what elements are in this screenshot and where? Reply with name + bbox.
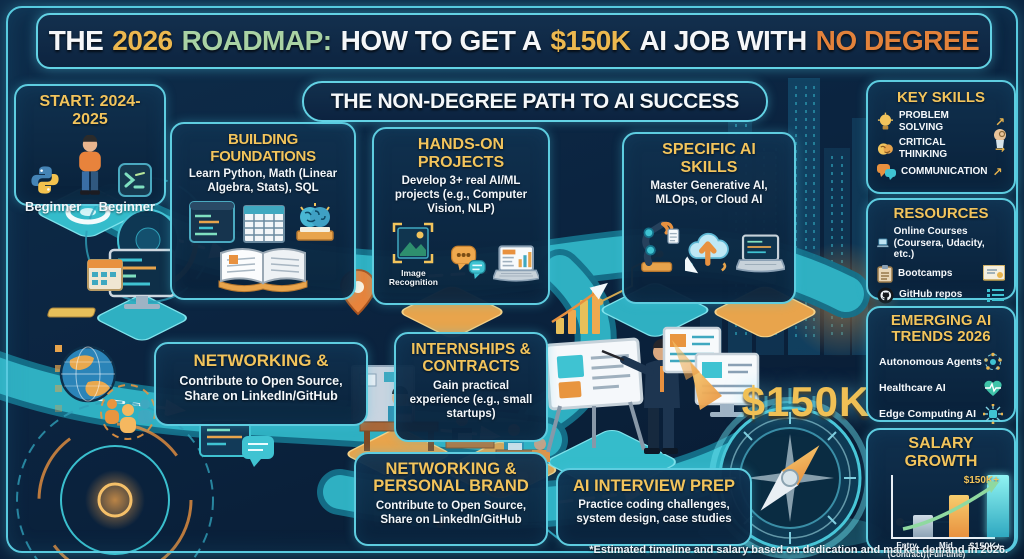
footnote: *Estimated timeline and salary based on … — [589, 544, 1008, 556]
key-skills-box: KEY SKILLS PROBLEM SOLVING ↗ CRITICAL TH… — [866, 80, 1016, 194]
step-personal-brand: NETWORKING & PERSONAL BRAND Contribute t… — [354, 452, 548, 546]
trends-box: EMERGING AI TRENDS 2026 Autonomous Agent… — [866, 306, 1016, 424]
resources-title: RESOURCES — [893, 205, 989, 222]
beginner-label-right: Beginner — [98, 199, 155, 214]
salary-growth-box: SALARY GROWTH $150K+ Entry(Contract) Mid… — [866, 428, 1016, 559]
orange-arrow-down — [672, 340, 722, 410]
key-skills-title: KEY SKILLS — [896, 89, 986, 106]
list-icon — [987, 288, 1004, 302]
image-recognition-icon — [393, 222, 434, 264]
step-title: BUILDING FOUNDATIONS — [210, 131, 316, 165]
resource-row: Bootcamps — [877, 264, 1005, 283]
agents-network-icon — [984, 352, 1002, 370]
right-arrow-icon: → — [994, 141, 1005, 156]
step-networking: NETWORKING & Contribute to Open Source, … — [154, 342, 368, 426]
resource-row: GitHub repos — [877, 287, 1005, 304]
step-desc: Contribute to Open Source, Share on Link… — [375, 499, 527, 526]
up-right-arrow-icon: ↗ — [994, 114, 1005, 129]
chatbot-bubbles-icon — [450, 245, 486, 279]
key-skill-row: COMMUNICATION ↗ — [877, 164, 1005, 180]
title-part: HOW TO GET A — [340, 25, 542, 56]
step-specific-ai-skills: SPECIFIC AI SKILLS Master Generative AI,… — [622, 132, 796, 304]
spreadsheet-icon — [243, 205, 285, 244]
speech-bubble-icon — [877, 164, 896, 180]
growth-arrow-icon — [902, 481, 999, 531]
image-recognition-label: Image Recognition — [388, 268, 438, 288]
step-title: HANDS-ON PROJECTS — [417, 136, 505, 171]
image-recognition-block: Image Recognition — [383, 222, 444, 288]
step-title: NETWORKING & PERSONAL BRAND — [373, 460, 529, 496]
cloud-upload-icon — [685, 232, 730, 274]
presenter-whiteboard — [544, 337, 680, 454]
brain-icon — [877, 142, 893, 155]
mini-growth-chart — [551, 282, 608, 334]
step-desc: Master Generative AI, MLOps, or Cloud AI — [650, 180, 768, 207]
title-part-salary: $150K — [550, 25, 631, 56]
key-skill-row: CRITICAL THINKING → — [877, 137, 1005, 160]
main-title: THE 2026 ROADMAP: HOW TO GET A $150K AI … — [36, 13, 992, 69]
step-desc: Contribute to Open Source, Share on Link… — [179, 374, 343, 404]
step-title: NETWORKING & — [193, 351, 329, 370]
globe-icon — [59, 345, 117, 403]
step-desc: Practice coding challenges, system desig… — [576, 499, 732, 526]
thinking-head-icon — [994, 129, 1006, 148]
trend-row: Autonomous Agents — [879, 352, 1003, 372]
bar-label: Entry(Contract) — [887, 541, 926, 559]
python-icon — [31, 166, 59, 194]
laptop-icon — [877, 238, 889, 248]
step-hands-on-projects: HANDS-ON PROJECTS Develop 3+ real AI/ML … — [372, 127, 550, 305]
salary-growth-title: SALARY GROWTH — [904, 435, 978, 470]
trend-row: Healthcare AI — [879, 379, 1003, 397]
title-part-year: 2026 — [112, 25, 173, 56]
github-icon — [877, 287, 894, 303]
brain-on-book-icon — [296, 203, 334, 241]
title-part: THE — [48, 25, 104, 56]
healthcare-heart-icon — [984, 380, 1002, 396]
salary-callout: $150K — [741, 378, 871, 425]
bar-label: Mid(Full-time) — [926, 541, 966, 559]
robot-arm-icon — [641, 220, 680, 272]
salary-growth-chart: $150K+ — [891, 475, 1009, 551]
chart-labels: Entry(Contract) Mid(Full-time) $150K+ — [887, 541, 1005, 559]
edge-chip-icon — [983, 403, 1003, 424]
certificate-icon — [983, 265, 1005, 281]
clipboard-icon — [877, 264, 893, 283]
trends-title: EMERGING AI TRENDS 2026 — [890, 312, 992, 345]
resource-row: Online Courses (Coursera, Udacity, etc.) — [877, 226, 1005, 261]
step-title: SPECIFIC AI SKILLS — [662, 141, 756, 176]
title-part-nodegree: NO DEGREE — [815, 25, 980, 56]
step-interview-prep: AI INTERVIEW PREP Practice coding challe… — [556, 468, 752, 546]
bar-label: $150K+ — [969, 541, 1002, 551]
start-box: START: 2024-2025 Beginner Beginner — [14, 84, 166, 214]
laptop-chart-icon — [492, 245, 540, 282]
open-book-icon — [218, 248, 308, 293]
step-desc: Develop 3+ real AI/ML projects (e.g., Co… — [394, 175, 528, 216]
resources-box: RESOURCES Online Courses (Coursera, Udac… — [866, 198, 1016, 303]
laptop-code-icon — [735, 234, 785, 273]
key-skill-row: PROBLEM SOLVING ↗ — [877, 110, 1005, 133]
step-desc: Learn Python, Math (Linear Algebra, Stat… — [188, 168, 338, 195]
title-part: AI JOB WITH — [639, 25, 808, 56]
subtitle-banner: THE NON-DEGREE PATH TO AI SUCCESS — [302, 81, 768, 122]
code-monitor-cluster — [47, 248, 176, 318]
code-editor-icon — [189, 201, 235, 244]
beginner-person-icon — [79, 135, 101, 195]
step-internships: INTERNSHIPS & CONTRACTS Gain practical e… — [394, 332, 548, 442]
lightbulb-icon — [877, 112, 893, 130]
step-title: AI INTERVIEW PREP — [573, 477, 735, 495]
title-part-roadmap: ROADMAP: — [181, 25, 333, 56]
chart-annotation: $150K+ — [963, 475, 999, 486]
step-desc: Gain practical experience (e.g., small s… — [409, 380, 533, 421]
up-right-arrow-icon: ↗ — [992, 165, 1003, 179]
beginner-label-left: Beginner — [25, 199, 82, 214]
chart-axes — [891, 475, 995, 539]
laptop-chat-icon — [199, 419, 274, 467]
step-title: INTERNSHIPS & CONTRACTS — [411, 341, 531, 376]
step-building-foundations: BUILDING FOUNDATIONS Learn Python, Math … — [170, 122, 356, 300]
start-title: START: 2024-2025 — [39, 93, 141, 128]
trend-row: Edge Computing AI — [879, 403, 1003, 424]
terminal-icon — [118, 163, 152, 197]
